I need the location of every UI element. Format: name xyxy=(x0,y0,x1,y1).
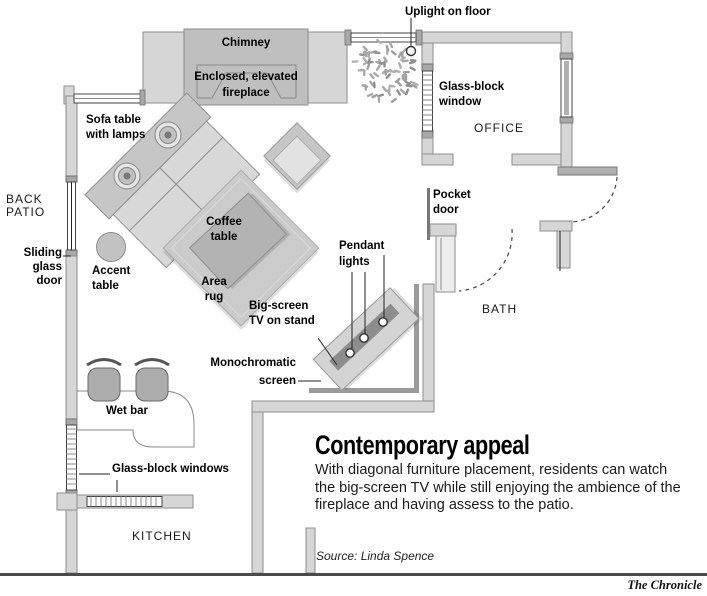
bath-wall-horizontal xyxy=(539,220,573,232)
coffee-table xyxy=(188,192,291,290)
room-label-bath: BATH xyxy=(482,302,518,316)
wall-left-upper xyxy=(65,95,78,179)
source-credit: Source: Linda Spence xyxy=(316,549,435,563)
room-label-back-patio: BACK PATIO xyxy=(6,192,46,219)
fireplace-group xyxy=(183,28,309,106)
fireplace-firebox xyxy=(197,72,296,99)
leader-lines xyxy=(63,255,385,492)
pendant-light-dots xyxy=(345,317,388,358)
wall-left-lower xyxy=(65,509,78,574)
room-label-kitchen: KITCHEN xyxy=(132,529,192,543)
armchair xyxy=(263,122,331,194)
label-sofa-table: Sofa table with lamps xyxy=(86,114,146,141)
office-wall-bottom-right xyxy=(511,153,562,166)
windows-doors xyxy=(66,29,618,507)
label-sliding-door: Sliding glass door xyxy=(23,247,62,287)
monochromatic-screen-horizontal xyxy=(309,388,419,393)
door-swing-arc-hall xyxy=(568,176,618,223)
chimney-block xyxy=(183,28,309,106)
room-label-office: OFFICE xyxy=(474,121,524,135)
bath-wall-vertical xyxy=(556,230,571,269)
pocket-door-channel xyxy=(435,235,456,293)
glass-block-window-left xyxy=(66,424,77,491)
label-chimney: Chimney xyxy=(221,37,271,49)
monochromatic-screen-vertical xyxy=(414,284,419,392)
wall-livingroom-right xyxy=(422,283,435,413)
label-uplight: Uplight on floor xyxy=(405,6,491,18)
pendant-light-dot xyxy=(345,348,355,358)
label-fireplace: Enclosed, elevated fireplace xyxy=(194,71,298,99)
label-accent-table: Accent table xyxy=(92,265,131,292)
label-area-rug: Area rug xyxy=(201,276,227,303)
accent-table xyxy=(96,232,126,262)
pendant-light-dot xyxy=(359,333,369,343)
office-wall-bottom-left xyxy=(421,153,454,166)
label-coffee-table: Coffee table xyxy=(206,216,242,243)
lamp-icon xyxy=(154,121,182,149)
wet-bar-counter xyxy=(76,390,195,448)
window-glass xyxy=(564,61,569,115)
label-glass-block-window: Glass-block window xyxy=(439,81,505,108)
graphic-title: Contemporary appeal xyxy=(315,430,530,460)
label-glass-block-windows: Glass-block windows xyxy=(112,463,229,475)
pocket-door-jamb xyxy=(429,223,457,237)
glass-block-windows-bottom xyxy=(86,496,163,507)
wall-left-mid xyxy=(65,255,78,426)
bottom-rule xyxy=(0,573,707,576)
plant-icon xyxy=(351,38,419,103)
door-swing-arc-bath xyxy=(458,228,513,292)
pendant-light-dot xyxy=(378,317,388,327)
label-pocket-door: Pocket door xyxy=(433,189,471,216)
glass-block-window-office xyxy=(422,70,433,132)
label-mono-screen: Monochromatic screen xyxy=(210,357,296,387)
wall-livingroom-bottom xyxy=(251,400,435,413)
bar-stool xyxy=(134,358,170,402)
wall-corner-bottomleft xyxy=(56,492,78,511)
lamp-icon xyxy=(113,162,141,190)
uplight-icon xyxy=(405,18,417,57)
hall-wall-top xyxy=(557,166,618,176)
graphic-caption: With diagonal furniture placement, resid… xyxy=(315,462,681,514)
wall-stub-bottom xyxy=(305,527,316,574)
fireplace-outline xyxy=(196,64,297,98)
bar-stool xyxy=(86,358,122,402)
wall-kitchen-divider xyxy=(251,411,264,574)
office-wall-top xyxy=(421,31,573,44)
label-wet-bar: Wet bar xyxy=(106,405,148,417)
label-big-screen-tv: Big-screen TV on stand xyxy=(249,300,315,327)
publication-credit: The Chronicle xyxy=(627,578,702,592)
pocket-door-leaf xyxy=(427,188,430,240)
label-pendant-lights: Pendant lights xyxy=(339,240,385,268)
office-wall-right-lower xyxy=(560,116,573,176)
